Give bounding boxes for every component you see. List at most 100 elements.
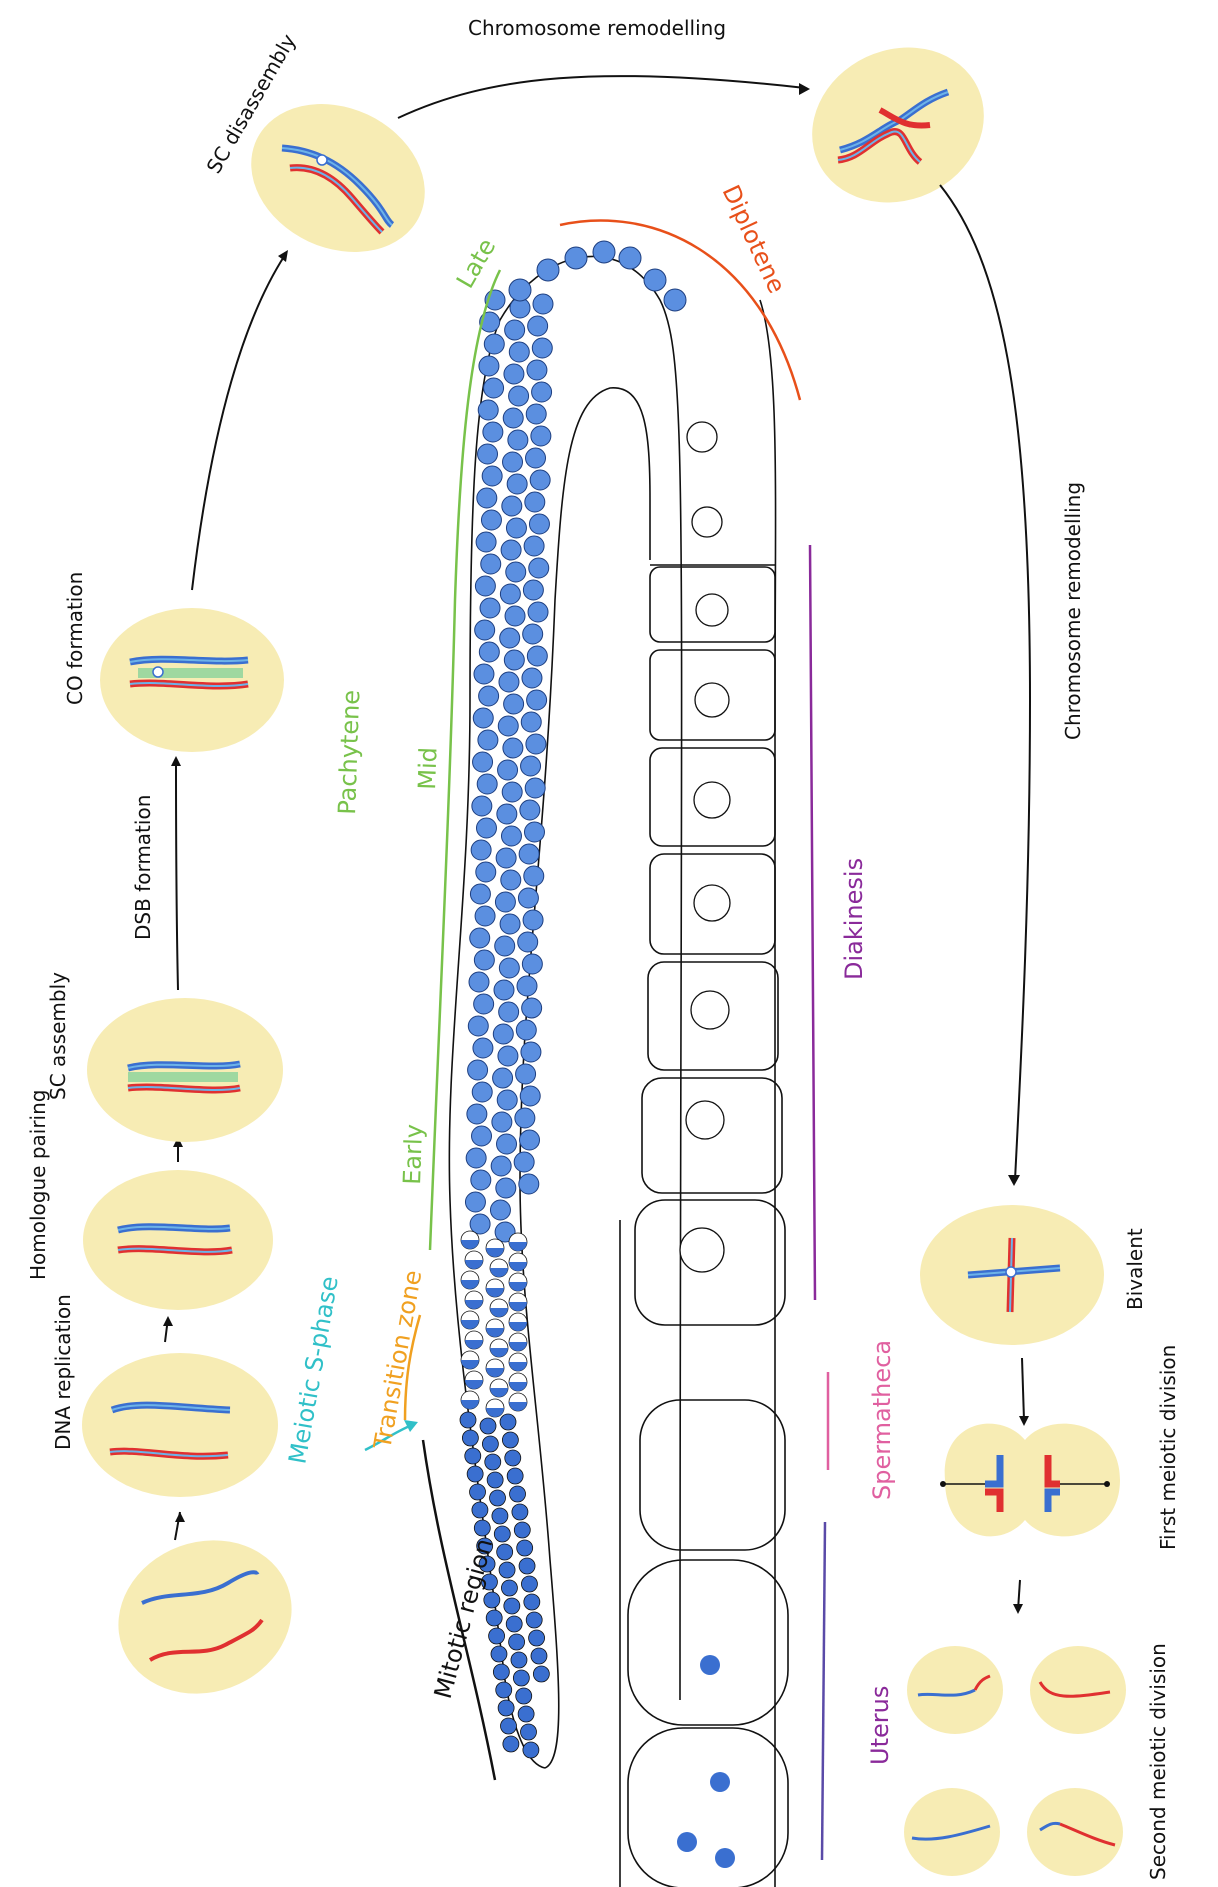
- cell-homologue-pairing: [83, 1170, 273, 1310]
- nucleus: [565, 247, 587, 269]
- label-chromosome-remodelling-top: Chromosome remodelling: [468, 16, 726, 40]
- nucleus: [501, 1718, 517, 1734]
- nucleus: [472, 1126, 492, 1146]
- nucleus: [484, 334, 504, 354]
- nucleus: [498, 1046, 518, 1066]
- nucleus-crescent: [490, 1348, 508, 1357]
- nucleus: [504, 364, 524, 384]
- nucleus: [495, 892, 515, 912]
- nucleus: [467, 1104, 487, 1124]
- nucleus: [496, 1682, 512, 1698]
- nucleus: [476, 862, 496, 882]
- label-early: Early: [398, 1124, 428, 1186]
- nucleus: [469, 972, 489, 992]
- nucleus: [528, 602, 548, 622]
- nucleus: [517, 976, 537, 996]
- nucleus: [471, 840, 491, 860]
- nucleus: [497, 1090, 517, 1110]
- nucleus: [479, 686, 499, 706]
- nucleus: [503, 738, 523, 758]
- nucleus: [531, 426, 551, 446]
- nucleus: [519, 1174, 539, 1194]
- cell-premeiotic: [97, 1516, 314, 1717]
- nucleus: [501, 870, 521, 890]
- nucleus: [522, 954, 542, 974]
- nucleus: [500, 584, 520, 604]
- nucleus: [501, 1580, 517, 1596]
- label-second-meiotic-division: Second meiotic division: [1146, 1643, 1170, 1880]
- nucleus: [528, 316, 548, 336]
- nucleus: [509, 279, 531, 301]
- nucleus: [503, 452, 523, 472]
- nucleus: [501, 540, 521, 560]
- nucleus: [527, 360, 547, 380]
- nucleus: [523, 624, 543, 644]
- nucleus: [470, 1484, 486, 1500]
- cell-second-division-3: [904, 1788, 1000, 1876]
- nucleus-crescent: [486, 1288, 504, 1297]
- nucleus: [465, 1448, 481, 1464]
- nucleus-crescent: [509, 1342, 527, 1351]
- nucleus: [516, 1688, 532, 1704]
- nucleus: [504, 650, 524, 670]
- nucleus: [475, 576, 495, 596]
- nucleus: [523, 580, 543, 600]
- nucleus: [497, 1134, 517, 1154]
- nucleus: [481, 554, 501, 574]
- nucleus: [521, 712, 541, 732]
- cell-co-formation: [100, 608, 284, 752]
- nucleus: [478, 444, 498, 464]
- nucleus: [527, 646, 547, 666]
- nucleus: [491, 1646, 507, 1662]
- nucleus: [473, 752, 493, 772]
- nucleus: [479, 356, 499, 376]
- nucleus-crescent: [461, 1280, 479, 1289]
- nucleus: [506, 562, 526, 582]
- cell-dna-replication: [82, 1353, 278, 1497]
- nucleus: [496, 848, 516, 868]
- nucleus: [499, 958, 519, 978]
- nucleus: [529, 558, 549, 578]
- nucleus: [532, 338, 552, 358]
- label-pachytene: Pachytene: [333, 689, 365, 815]
- nucleus: [529, 514, 549, 534]
- nucleus: [498, 1700, 514, 1716]
- nucleus: [514, 1152, 534, 1172]
- nucleus: [514, 1522, 530, 1538]
- nucleus: [504, 694, 524, 714]
- nucleus: [518, 1706, 534, 1722]
- embryo-1: [628, 1560, 788, 1725]
- nucleus: [520, 1130, 540, 1150]
- nucleus: [492, 1508, 508, 1524]
- label-bivalent: Bivalent: [1123, 1228, 1147, 1310]
- nucleus: [460, 1412, 476, 1428]
- nucleus: [480, 1418, 496, 1434]
- nucleus: [521, 1576, 537, 1592]
- nucleus: [462, 1430, 478, 1446]
- nucleus: [489, 1628, 505, 1644]
- nucleus: [497, 804, 517, 824]
- nucleus: [466, 1148, 486, 1168]
- nucleus: [500, 628, 520, 648]
- nucleus: [479, 642, 499, 662]
- nucleus: [490, 1490, 506, 1506]
- nucleus: [490, 1200, 510, 1220]
- germ-cell-nuclei: [460, 241, 686, 1758]
- nucleus: [532, 382, 552, 402]
- nucleus: [505, 1450, 521, 1466]
- nucleus: [494, 1526, 510, 1542]
- nucleus: [483, 422, 503, 442]
- nucleus: [492, 1112, 512, 1132]
- nucleus: [473, 1038, 493, 1058]
- nucleus-crescent: [461, 1240, 479, 1249]
- nucleus: [513, 1670, 529, 1686]
- nucleus: [519, 1558, 535, 1574]
- nucleus-crescent: [486, 1408, 504, 1417]
- cell-first-meiotic-division: [940, 1424, 1120, 1537]
- nucleus: [529, 1630, 545, 1646]
- label-dsb-formation: DSB formation: [131, 795, 155, 940]
- nucleus-crescent: [509, 1362, 527, 1371]
- nucleus: [497, 1544, 513, 1560]
- nucleus-crescent: [509, 1322, 527, 1331]
- nucleus-crescent: [486, 1328, 504, 1337]
